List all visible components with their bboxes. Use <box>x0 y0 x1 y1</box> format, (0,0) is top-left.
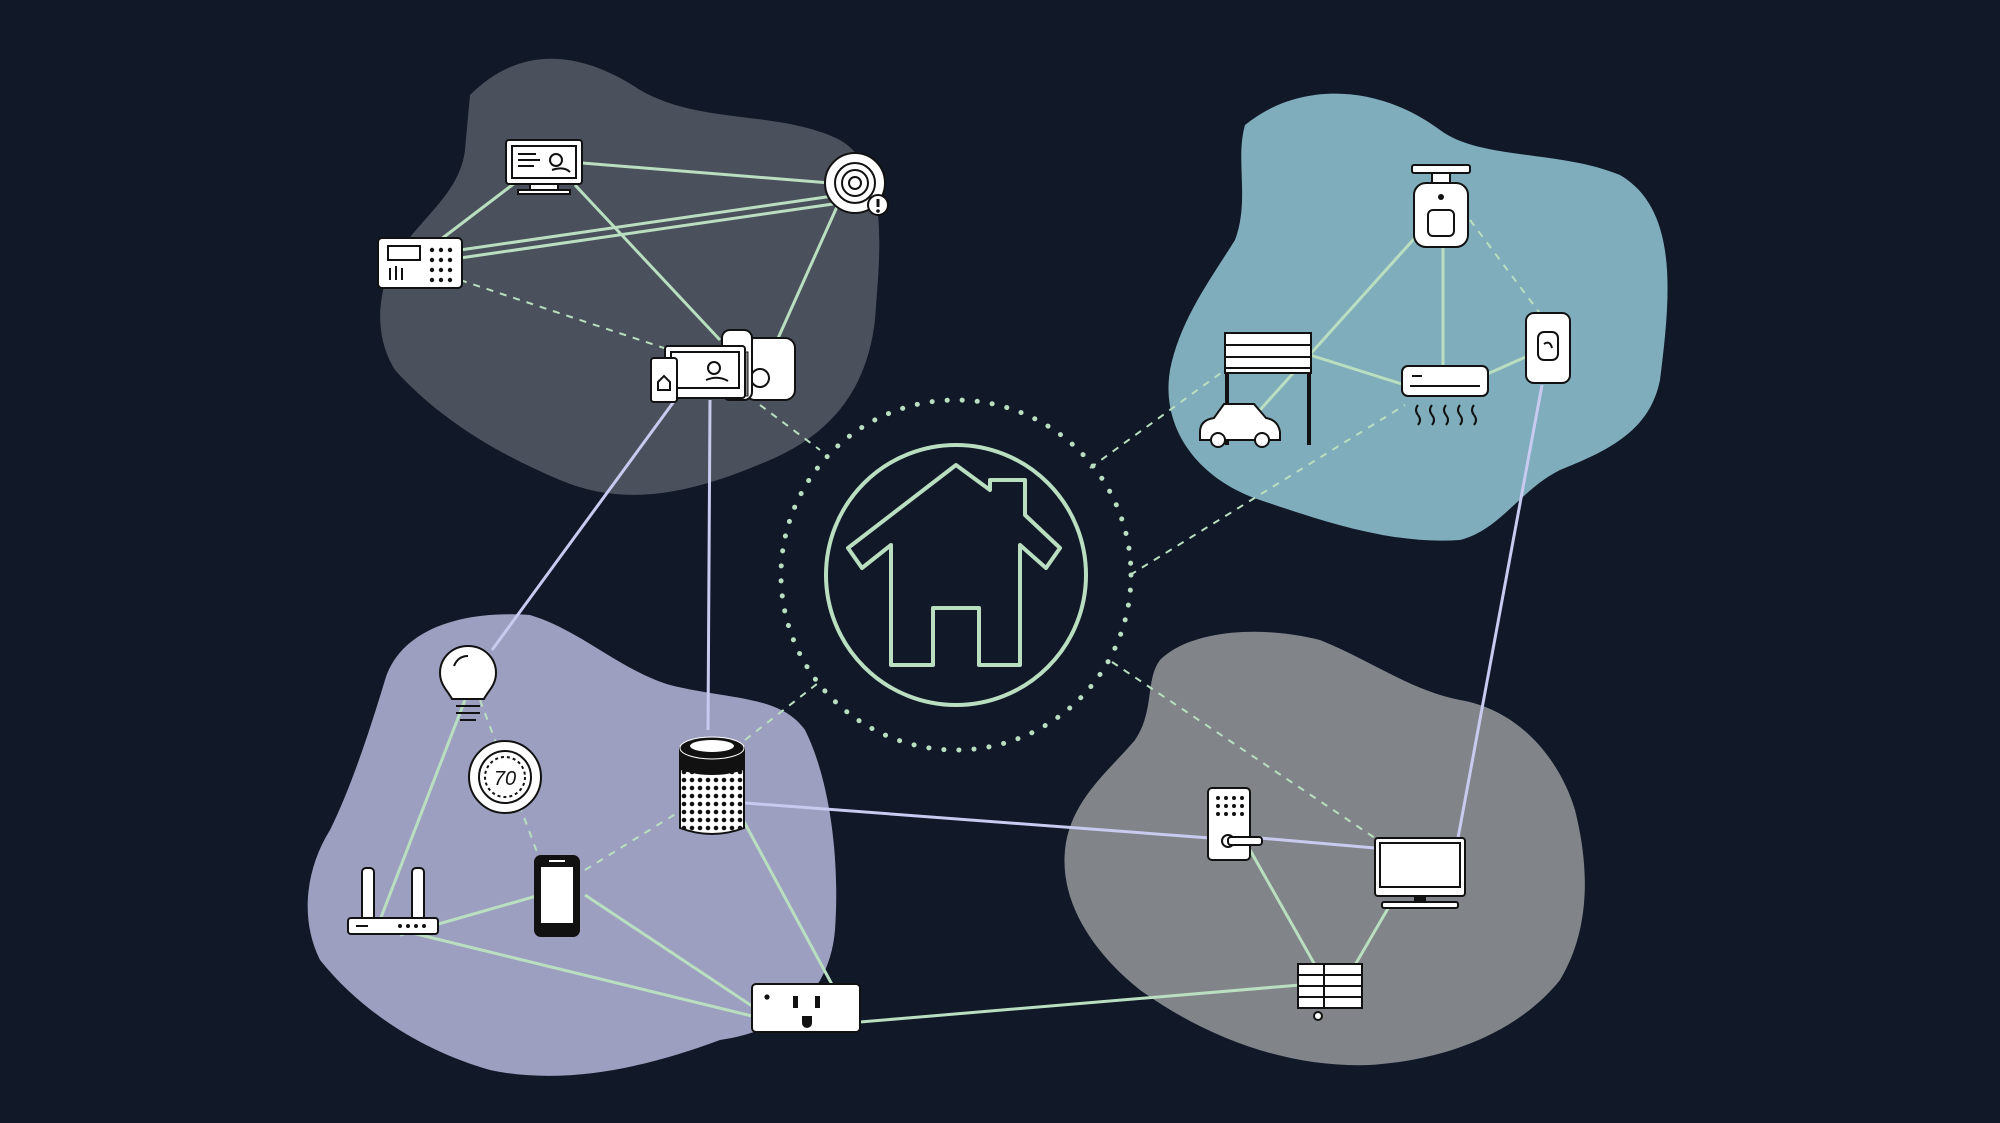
link <box>744 679 823 741</box>
link <box>773 199 842 346</box>
link <box>733 804 837 991</box>
thermostat-reading: 70 <box>494 768 516 790</box>
hub-outer-ring <box>778 397 1134 753</box>
devices: 70 <box>347 139 1571 1033</box>
link <box>1129 404 1406 576</box>
light-bulb-icon <box>438 644 498 721</box>
link <box>706 399 712 731</box>
wifi-router-icon <box>347 867 439 935</box>
security-camera-icon <box>1411 164 1471 248</box>
link <box>584 804 691 871</box>
link <box>1259 836 1376 850</box>
smartphone-icon <box>534 855 580 937</box>
radiator-icon <box>1297 963 1363 1021</box>
monitor-icon <box>1374 837 1466 909</box>
link <box>1456 384 1544 839</box>
zone-bottom-right <box>1064 631 1585 1066</box>
link <box>573 183 722 342</box>
link <box>1484 353 1531 377</box>
link <box>459 193 841 252</box>
link <box>744 801 1211 840</box>
air-conditioner-icon <box>1401 365 1489 426</box>
smart-plug-icon <box>751 983 861 1033</box>
smart-speaker-icon <box>679 736 745 835</box>
home-icon <box>846 463 1062 667</box>
weather-display-icon <box>505 139 583 195</box>
link <box>1258 208 1442 412</box>
network-links <box>378 158 1546 1024</box>
garage-car-icon <box>1199 332 1312 448</box>
link <box>399 928 761 1020</box>
link <box>1111 661 1376 839</box>
zone-bottom-left <box>307 614 837 1076</box>
link <box>1469 219 1546 321</box>
device-cluster-icon <box>650 329 796 403</box>
alarm-keypad-icon <box>377 237 463 289</box>
central-hub <box>778 397 1134 753</box>
light-switch-icon <box>1525 312 1571 384</box>
link <box>490 399 677 651</box>
link <box>1248 849 1317 966</box>
link <box>1309 353 1406 387</box>
thermostat-icon: 70 <box>468 740 542 814</box>
link <box>1353 904 1392 966</box>
zone-blobs <box>307 58 1668 1076</box>
link <box>544 158 856 187</box>
link <box>859 983 1301 1024</box>
zone-top-right <box>1168 93 1668 541</box>
link <box>459 201 841 260</box>
link <box>459 279 671 351</box>
link <box>759 404 821 451</box>
link <box>584 893 756 1010</box>
hub-inner-ring <box>824 443 1088 707</box>
link <box>378 699 467 921</box>
smoke-detector-icon <box>824 152 889 216</box>
door-lock-icon <box>1207 787 1263 861</box>
